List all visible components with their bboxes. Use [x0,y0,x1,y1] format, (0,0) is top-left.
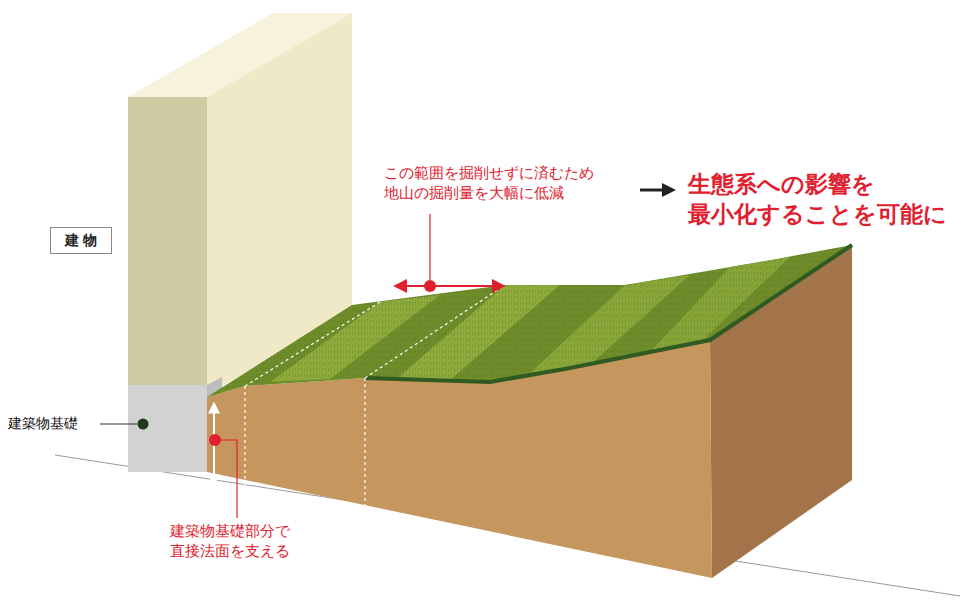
part-name: 建築物基礎 [8,414,78,432]
range-arrow [396,285,503,287]
grass-surface [207,245,852,397]
note-text: この範囲を掘削せずに済むため 地山の掘削量を大幅に低減 [384,164,594,203]
callout-dot [424,280,436,292]
callout-dot [209,434,221,446]
result-text: 生態系への影響を 最小化することを可能に [688,170,947,230]
box-label: 建 物 [65,232,98,250]
label-box: 建 物 [50,227,112,254]
result-arrow [640,183,676,197]
note-text: 建築物基礎部分で 直接法面を支える [170,522,290,561]
leader-line [100,424,137,425]
leader-line [429,214,430,280]
boundary-dash [245,285,505,514]
callout-dot [138,419,149,430]
leader-line [221,440,237,518]
